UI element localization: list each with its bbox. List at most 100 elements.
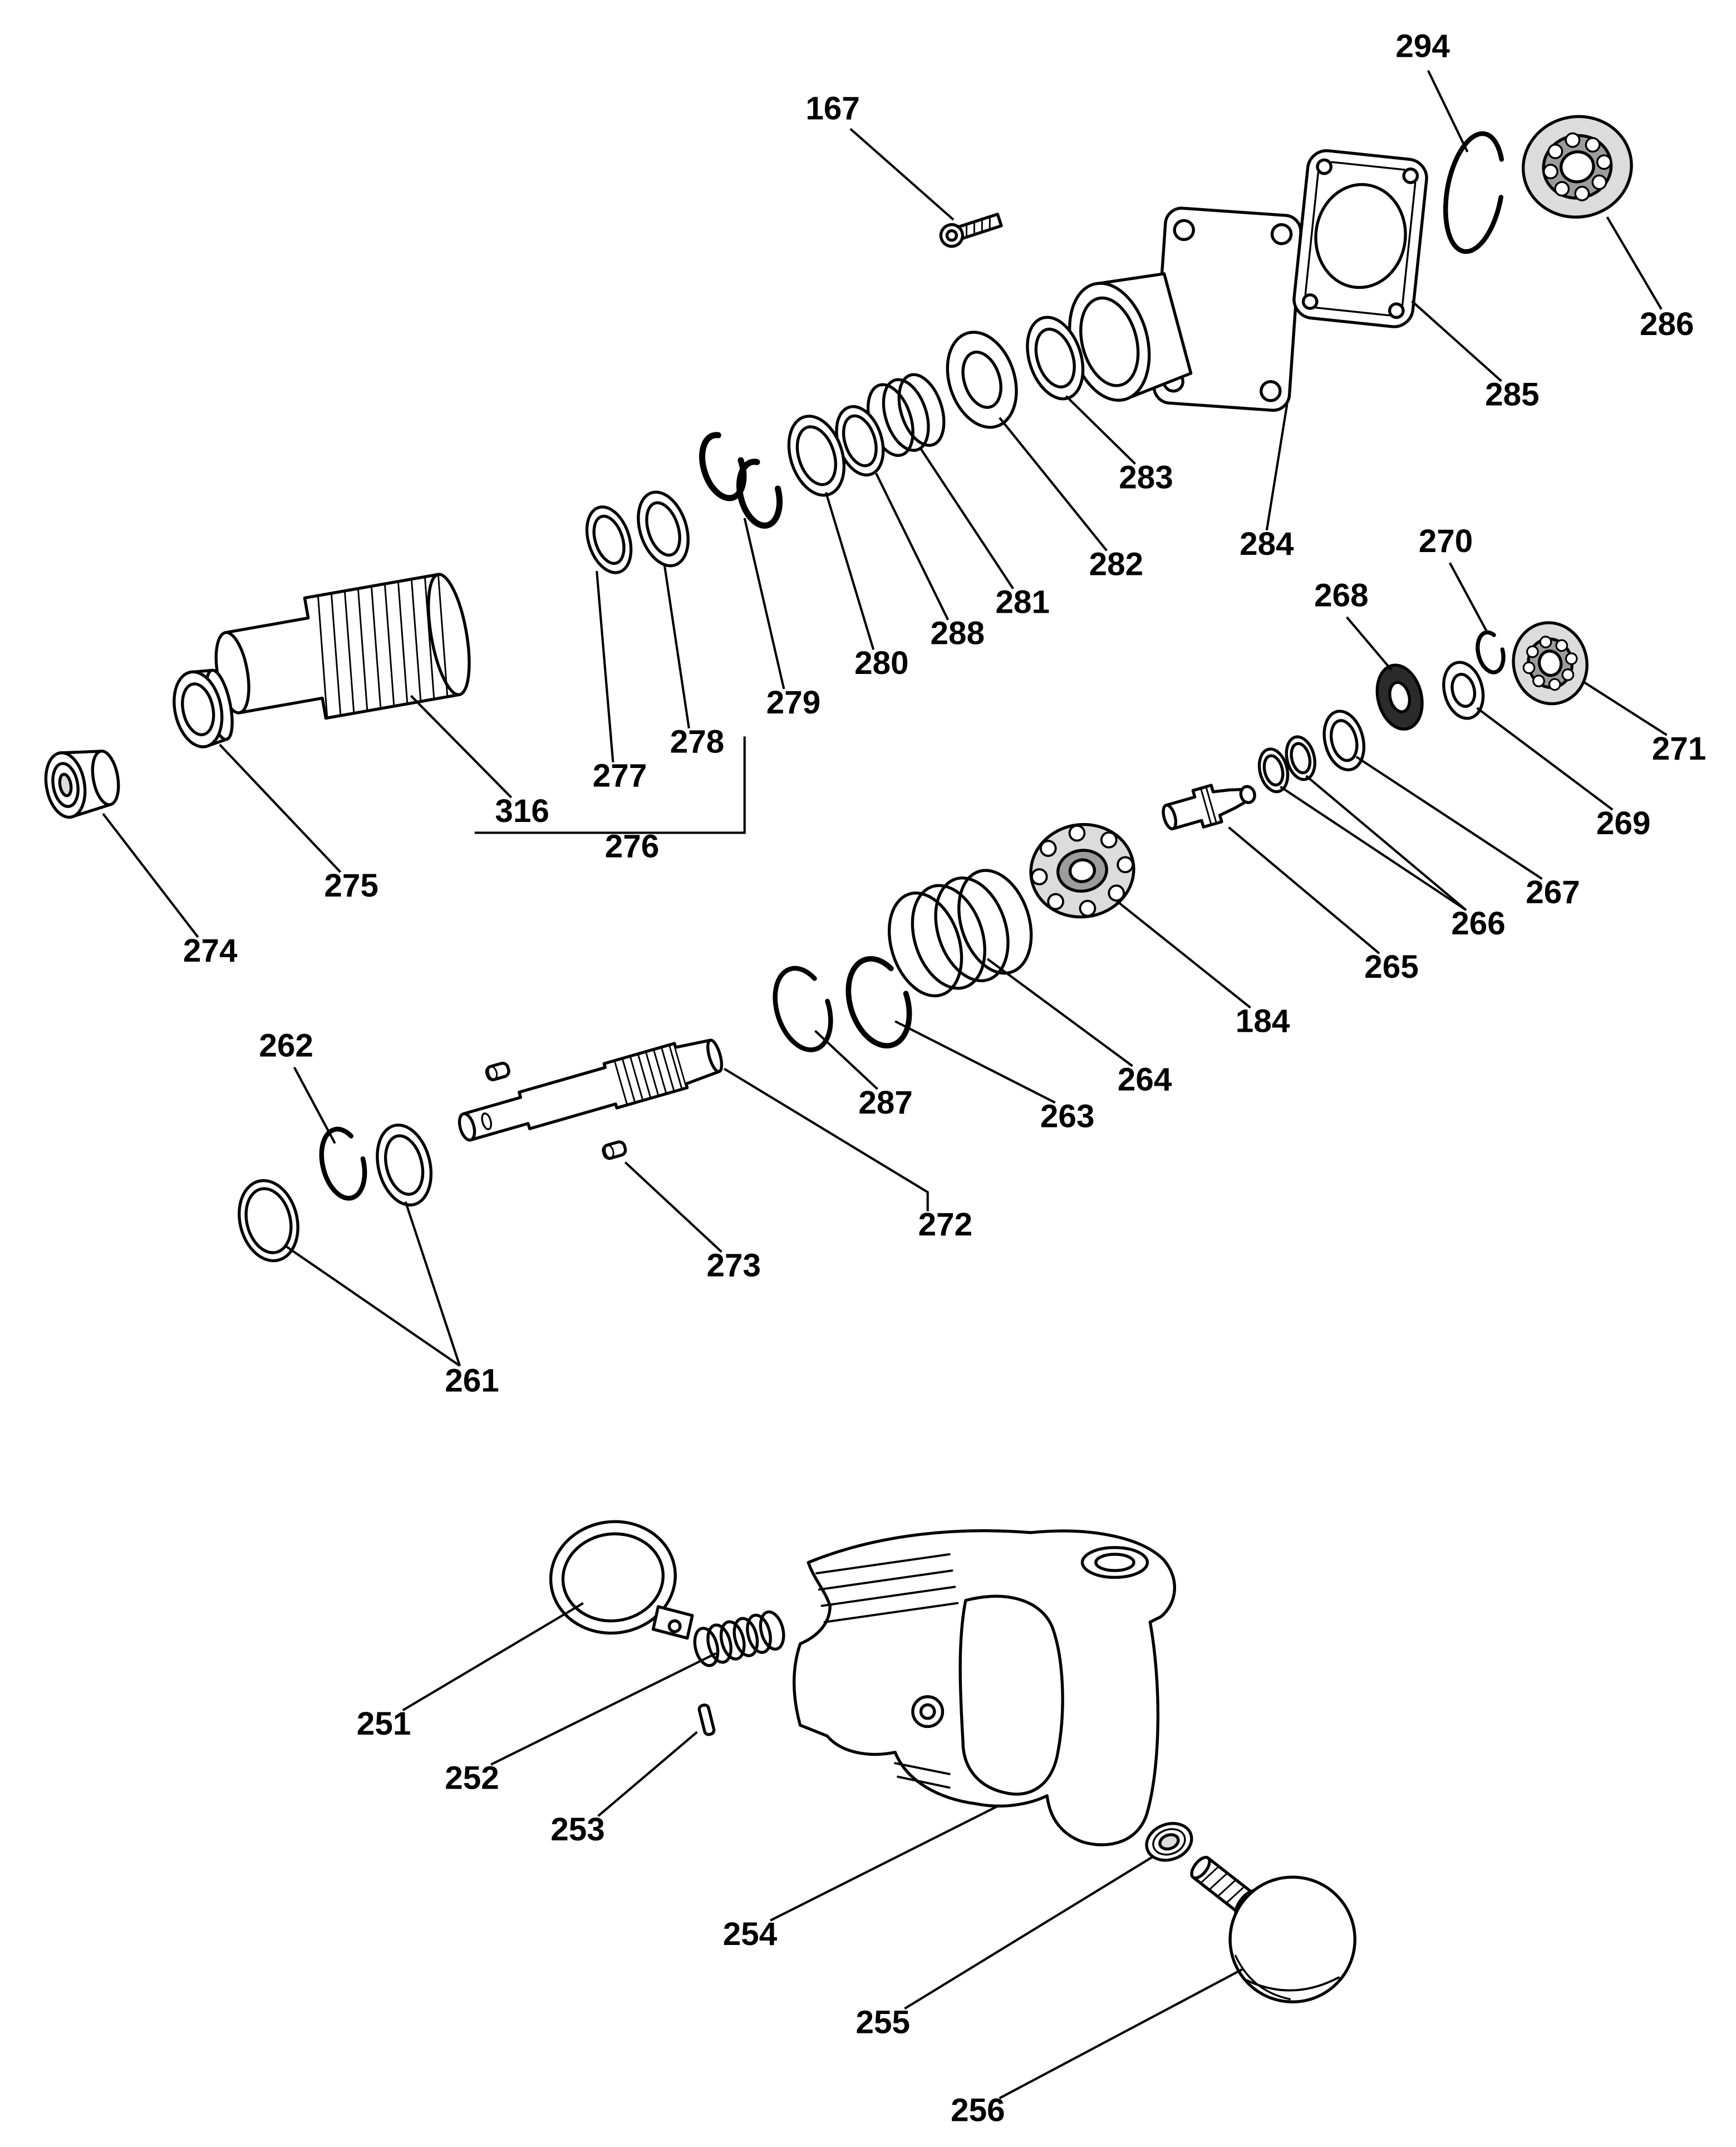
part-label-283: 283 (1119, 459, 1173, 495)
part-284-housing (1068, 206, 1302, 412)
leader-280 (824, 492, 875, 650)
part-label-274: 274 (183, 933, 238, 969)
leader-271 (1583, 681, 1668, 736)
leader-267 (1355, 756, 1543, 880)
part-316-threaded-sleeve (214, 573, 471, 720)
part-label-267: 267 (1526, 874, 1580, 910)
part-label-254: 254 (723, 1916, 778, 1952)
part-label-275: 275 (324, 868, 378, 904)
part-label-256: 256 (951, 2092, 1005, 2129)
part-262-snap-ring (319, 1126, 367, 1201)
part-label-270: 270 (1419, 523, 1473, 559)
part-283-ring (1026, 316, 1085, 401)
leader-268 (1346, 616, 1393, 671)
leader-285 (1411, 300, 1502, 382)
leader-282 (999, 417, 1108, 551)
part-272-pellet (485, 1061, 510, 1081)
part-251-clamp-ring (549, 1520, 694, 1640)
part-270-snap-ring (1476, 630, 1506, 674)
leader-270 (1449, 562, 1489, 634)
part-label-184: 184 (1236, 1003, 1290, 1040)
part-label-271: 271 (1652, 731, 1707, 767)
leader-lines (102, 70, 1668, 2100)
leader-254 (770, 1804, 1000, 1922)
part-label-276: 276 (605, 828, 660, 864)
leader-263 (894, 1020, 1056, 1104)
part-261-rings (238, 1124, 433, 1263)
part-184-gear (1029, 823, 1135, 919)
part-253-pin (697, 1703, 716, 1736)
part-287-snap-ring (773, 966, 833, 1052)
leader-261-b (404, 1201, 461, 1366)
leader-255 (904, 1855, 1154, 2010)
part-272-spindle-shaft (458, 1038, 724, 1142)
part-label-281: 281 (996, 584, 1050, 621)
leader-281 (919, 448, 1014, 589)
part-255-washer (1145, 1821, 1193, 1862)
part-label-316: 316 (495, 793, 549, 829)
leader-252 (490, 1652, 717, 1766)
leader-261-a (285, 1245, 461, 1367)
leader-283 (1065, 395, 1136, 465)
part-label-261: 261 (445, 1363, 499, 1399)
part-label-286: 286 (1640, 306, 1694, 342)
leader-251 (402, 1602, 584, 1712)
part-label-268: 268 (1314, 577, 1369, 613)
leader-272-bracket (724, 1067, 929, 1212)
part-label-269: 269 (1596, 805, 1651, 841)
part-label-282: 282 (1089, 546, 1144, 582)
part-label-265: 265 (1364, 949, 1419, 985)
part-268-seal-ring (1375, 663, 1424, 731)
leader-265 (1228, 826, 1380, 954)
part-label-287: 287 (858, 1085, 913, 1121)
leader-286 (1606, 216, 1663, 310)
leader-184 (1115, 899, 1251, 1009)
part-266-rings (1257, 735, 1316, 794)
part-label-167: 167 (805, 90, 860, 126)
leader-277 (596, 570, 614, 762)
labels-layer: 167 294 286 285 283 284 282 281 288 280 … (183, 28, 1707, 2128)
part-label-273: 273 (706, 1247, 761, 1283)
part-269-washer (1442, 661, 1485, 720)
part-label-272: 272 (918, 1207, 973, 1243)
part-280-ring (787, 415, 846, 497)
part-label-288: 288 (931, 615, 985, 652)
part-label-294: 294 (1395, 28, 1450, 64)
part-label-252: 252 (445, 1760, 499, 1796)
leader-253 (597, 1731, 698, 1817)
part-278-ring (637, 490, 690, 568)
leader-256 (999, 1968, 1243, 2100)
part-294-snap-ring (1443, 131, 1506, 254)
leader-284 (1265, 403, 1289, 531)
leader-266-b (1280, 785, 1467, 912)
part-167-screw (939, 213, 1003, 248)
part-277-ring (585, 505, 633, 574)
part-274-nose-cap (44, 750, 120, 819)
leader-273 (624, 1161, 722, 1253)
leader-287 (814, 1030, 878, 1090)
leader-288 (875, 472, 950, 621)
part-271-spline-bushing (1512, 621, 1589, 706)
part-label-278: 278 (670, 724, 725, 760)
part-252-spring (693, 1610, 785, 1667)
part-label-285: 285 (1485, 377, 1540, 413)
leader-262 (293, 1067, 336, 1144)
leader-275 (219, 743, 342, 873)
part-279-clips (699, 432, 783, 529)
part-254-side-handle (793, 1529, 1176, 1846)
part-label-255: 255 (856, 2004, 911, 2040)
leader-316 (410, 695, 513, 799)
leader-266-a (1305, 775, 1467, 911)
part-285-gasket (1292, 149, 1428, 328)
part-263-snap-ring (845, 956, 912, 1049)
part-275-bushing (173, 668, 234, 749)
leader-278 (663, 565, 690, 729)
leader-279 (743, 518, 785, 690)
part-273-pin (602, 1140, 627, 1160)
leader-167 (849, 127, 955, 221)
part-264-spring (887, 869, 1033, 998)
leader-269 (1476, 707, 1614, 811)
part-282-washer (946, 331, 1018, 429)
